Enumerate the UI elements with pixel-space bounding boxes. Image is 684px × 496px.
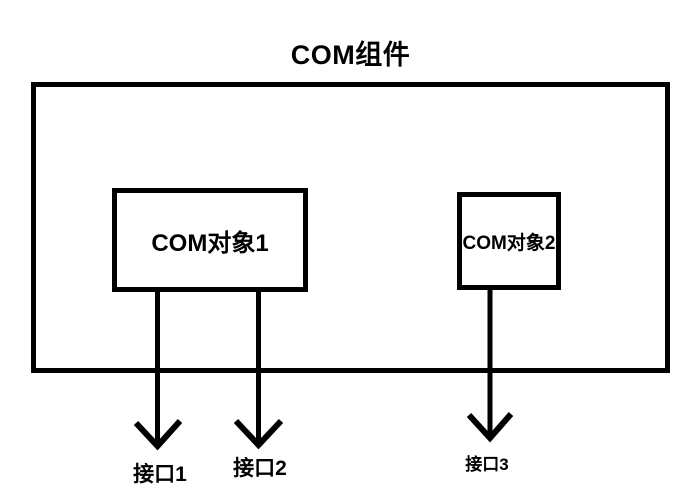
com-component-container-box (31, 82, 670, 373)
arrow-head-1 (133, 418, 183, 451)
arrow-head-3 (466, 412, 514, 443)
interface-2-label: 接口2 (233, 457, 287, 480)
com-object-1-box: COM对象1 (112, 188, 308, 292)
arrow-head-2 (233, 418, 284, 450)
com-object-2-label: COM对象2 (462, 232, 556, 254)
interface-3-label: 接口3 (465, 455, 509, 474)
com-object-2-box: COM对象2 (457, 192, 561, 290)
diagram-title: COM组件 (290, 40, 411, 70)
interface-1-label: 接口1 (133, 463, 187, 486)
com-object-1-label: COM对象1 (151, 229, 269, 257)
